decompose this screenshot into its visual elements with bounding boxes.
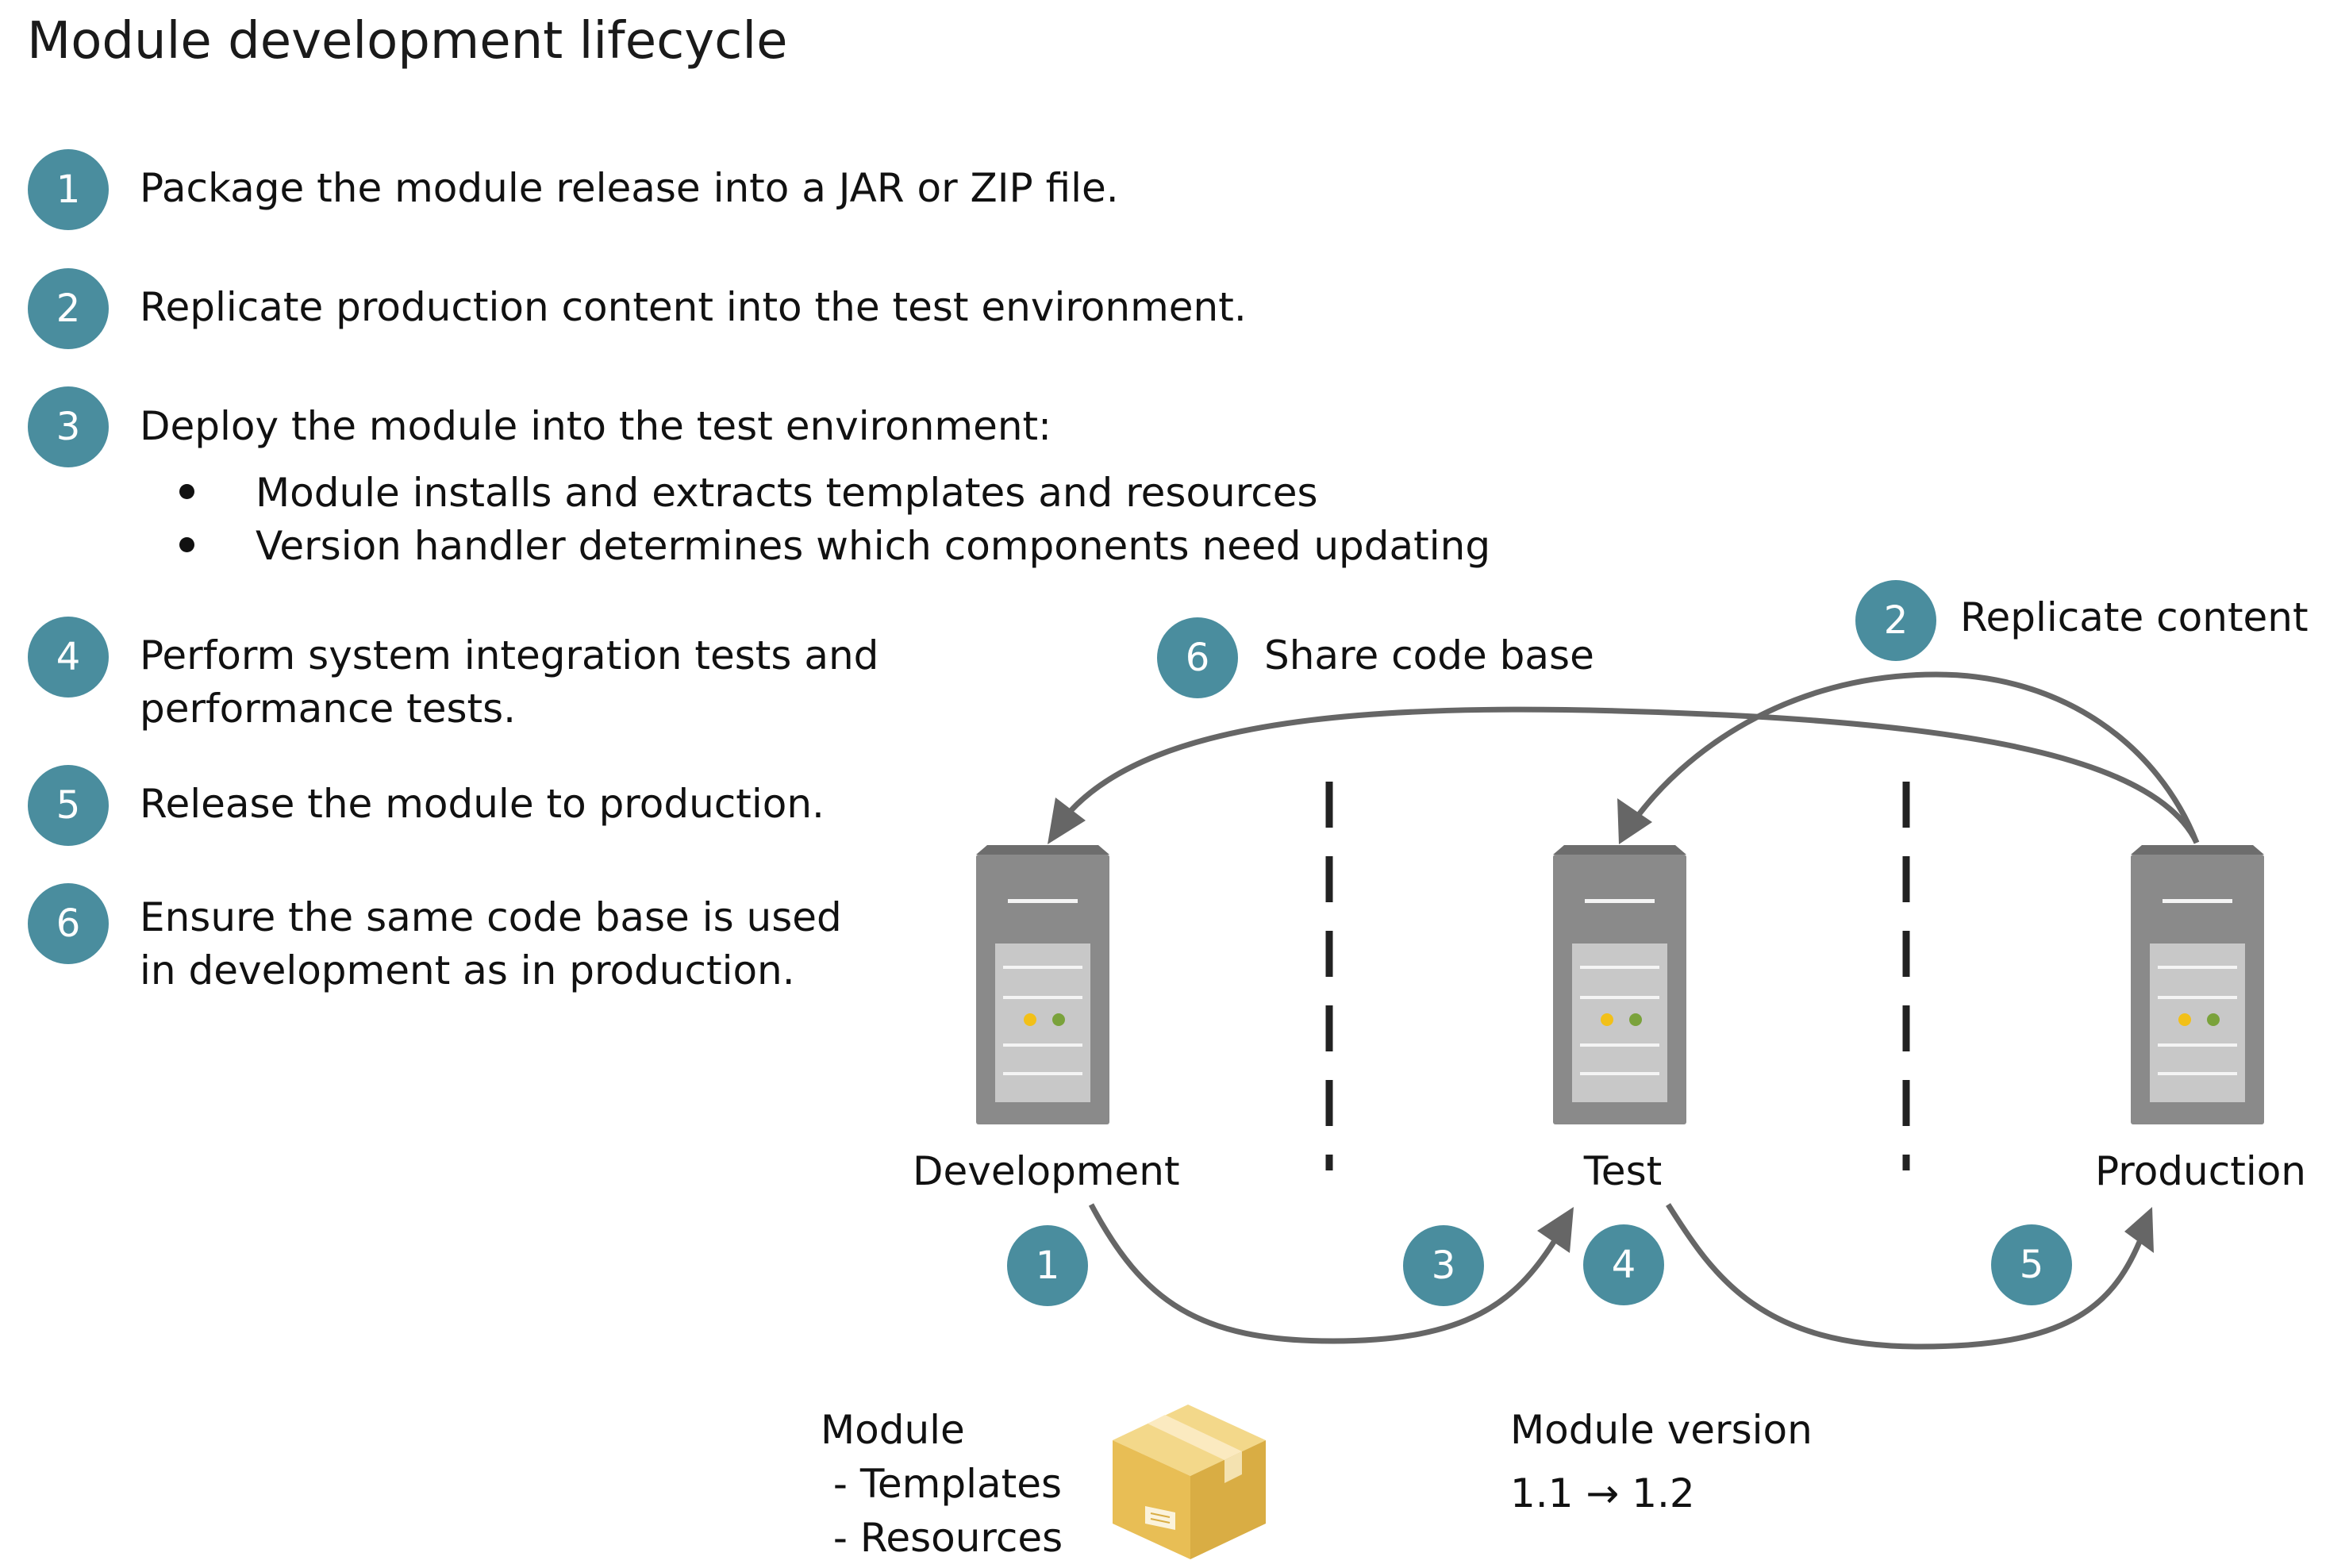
release-to-production-arrow bbox=[1666, 1203, 2143, 1350]
step-text: Release the module to production. bbox=[140, 781, 825, 827]
flow-step-badge: 3 bbox=[1403, 1225, 1484, 1306]
step-text: Ensure the same code base is used bbox=[140, 894, 842, 940]
step-text: Package the module release into a JAR or… bbox=[140, 165, 1119, 211]
arrowhead bbox=[2124, 1207, 2154, 1253]
module-version-label: Module version bbox=[1510, 1407, 1813, 1453]
step-number-badge: 4 bbox=[28, 617, 109, 698]
server-icon bbox=[2131, 845, 2264, 1124]
step-text: Deploy the module into the test environm… bbox=[140, 403, 1051, 449]
module-component: - Resources bbox=[821, 1515, 1063, 1561]
arrowhead bbox=[1048, 797, 1086, 844]
bullet-dot bbox=[179, 484, 194, 499]
replicate-content-arrow bbox=[1631, 671, 2200, 844]
bullet-text: Version handler determines which compone… bbox=[256, 523, 1491, 569]
replicate-content-label: Replicate content bbox=[1960, 594, 2309, 640]
module-component: - Templates bbox=[821, 1461, 1063, 1507]
page-title: Module development lifecycle bbox=[27, 12, 788, 71]
step-number-badge: 6 bbox=[28, 883, 109, 964]
environment-label-development: Development bbox=[913, 1148, 1180, 1194]
module-version-value: 1.1 → 1.2 bbox=[1510, 1470, 1695, 1516]
step-text: performance tests. bbox=[140, 686, 517, 732]
flow-step-badge: 1 bbox=[1007, 1225, 1088, 1306]
environment-label-production: Production bbox=[2094, 1148, 2306, 1194]
share-code-base-label: Share code base bbox=[1264, 632, 1594, 678]
step-number-badge: 1 bbox=[28, 149, 109, 230]
environment-label-test: Test bbox=[1583, 1148, 1663, 1194]
step-text: Replicate production content into the te… bbox=[140, 284, 1247, 330]
module-title: Module bbox=[821, 1407, 965, 1453]
arrowhead bbox=[1617, 798, 1652, 844]
replicate-content-badge: 2 bbox=[1855, 580, 1936, 661]
bullet-dot bbox=[179, 537, 194, 552]
share-code-base-badge: 6 bbox=[1157, 617, 1238, 698]
flow-step-badge: 4 bbox=[1583, 1224, 1664, 1305]
step-number-badge: 3 bbox=[28, 386, 109, 467]
flow-step-badge: 5 bbox=[1991, 1224, 2072, 1305]
step-text: Perform system integration tests and bbox=[140, 632, 879, 678]
share-code-base-arrow bbox=[1063, 706, 2200, 844]
deploy-to-test-arrow bbox=[1088, 1203, 1556, 1344]
package-box-icon bbox=[1113, 1405, 1266, 1559]
step-text: in development as in production. bbox=[140, 947, 795, 993]
bullet-text: Module installs and extracts templates a… bbox=[256, 470, 1318, 516]
server-icon bbox=[976, 845, 1109, 1124]
step-number-badge: 2 bbox=[28, 268, 109, 349]
step-number-badge: 5 bbox=[28, 765, 109, 846]
arrowhead bbox=[1537, 1207, 1574, 1253]
server-icon bbox=[1553, 845, 1686, 1124]
